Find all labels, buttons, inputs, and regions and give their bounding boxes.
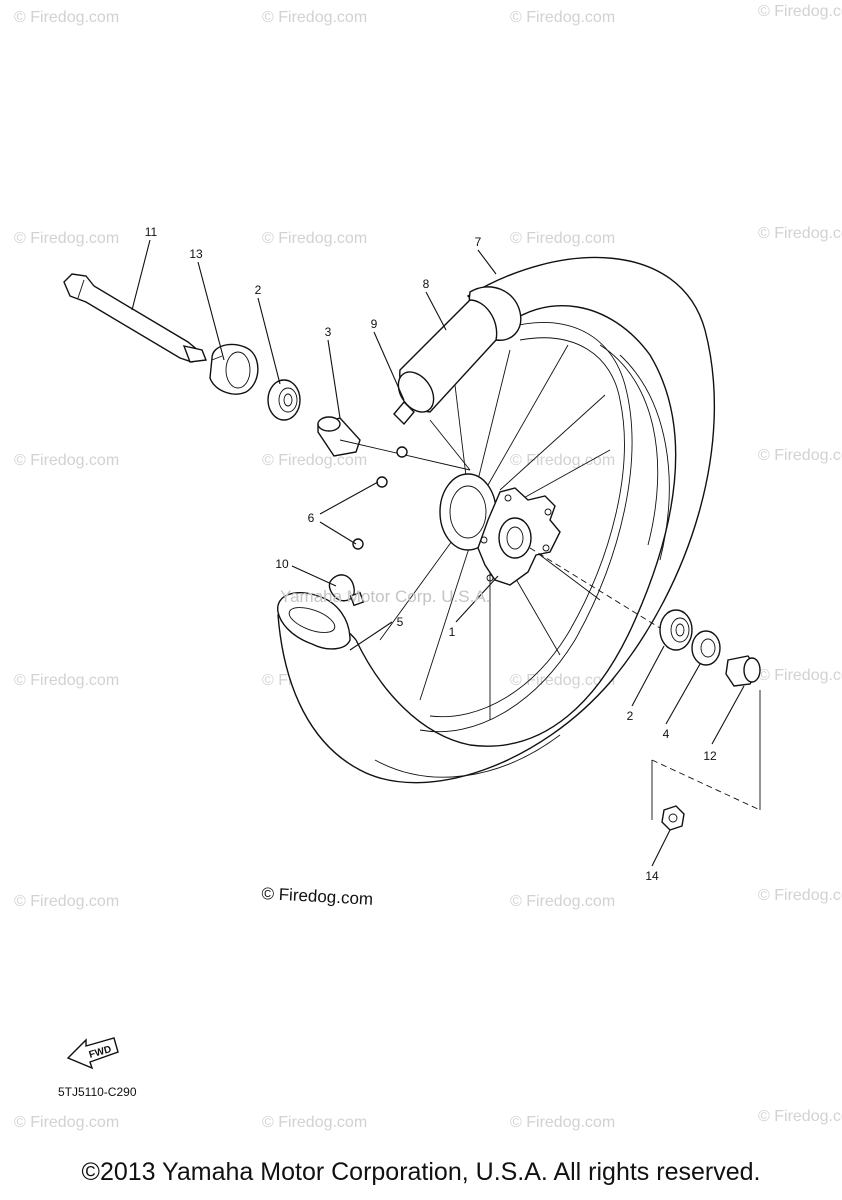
copyright-notice: ©2013 Yamaha Motor Corporation, U.S.A. A…	[81, 1158, 761, 1186]
valve-cap	[328, 574, 365, 607]
bearing-left	[267, 379, 301, 421]
axle	[63, 273, 207, 363]
watermark-text: © Firedog.com	[758, 447, 842, 464]
watermark-text: © Firedog.com	[510, 230, 615, 247]
watermark-text: © Firedog.com	[758, 1108, 842, 1125]
spacer	[317, 416, 471, 471]
leader-lines	[131, 239, 745, 867]
watermark-text: © Firedog.com	[510, 1114, 615, 1131]
watermark-text: © Firedog.com	[758, 887, 842, 904]
callout-13: 13	[189, 247, 203, 261]
watermark-text: © Firedog.com	[510, 452, 615, 469]
watermark-text: © Firedog.com	[758, 3, 842, 20]
bearing-right	[659, 609, 693, 651]
collar	[691, 630, 721, 666]
watermark-text: © Firedog.com	[262, 452, 367, 469]
callout-5: 5	[397, 615, 404, 629]
watermark-text: © Firedog.com	[758, 225, 842, 242]
watermark-text: © Firedog.com	[510, 672, 615, 689]
callout-10: 10	[275, 557, 289, 571]
diagram-code: 5TJ5110-C290	[58, 1085, 137, 1099]
callout-3: 3	[325, 325, 332, 339]
watermark-grid: © Firedog.com © Firedog.com © Firedog.co…	[14, 3, 842, 1131]
watermark-text: © Firedog.com	[262, 1114, 367, 1131]
watermark-text: © Firedog.com	[758, 667, 842, 684]
hub	[439, 473, 561, 586]
assembly-lines	[529, 547, 761, 820]
callout-2: 2	[627, 709, 634, 723]
watermark-text: © Firedog.com	[510, 893, 615, 910]
callout-1: 1	[449, 625, 456, 639]
watermark-text: © Firedog.com	[14, 1114, 119, 1131]
watermark-text: © Firedog.com	[14, 672, 119, 689]
watermark-text: © Firedog.com	[262, 9, 367, 26]
watermark-text: © Firedog.com	[510, 9, 615, 26]
watermark-text: © Firedog.com	[262, 230, 367, 247]
tube	[393, 286, 522, 426]
callout-12: 12	[703, 749, 717, 763]
callout-labels: 11 13 2 3 9 8 7 6 10 5 1 2 4 12 14	[145, 225, 717, 883]
callout-7: 7	[475, 235, 482, 249]
callout-8: 8	[423, 277, 430, 291]
watermark-text: © Firedog.com	[14, 9, 119, 26]
watermark-text: © Firedog.com	[14, 452, 119, 469]
callout-6: 6	[308, 511, 315, 525]
center-watermark: Yamaha Motor Corp. U.S.A.	[280, 587, 490, 606]
callout-2: 2	[255, 283, 262, 297]
balance-weights	[352, 446, 408, 550]
callout-4: 4	[663, 727, 670, 741]
watermark-text: © Firedog.com	[14, 893, 119, 910]
callout-11: 11	[145, 225, 158, 239]
fwd-arrow-icon: FWD	[66, 1037, 119, 1070]
watermark-text: © Firedog.com	[14, 230, 119, 247]
nut	[661, 805, 685, 831]
callout-14: 14	[645, 869, 659, 883]
oil-seal	[209, 343, 259, 395]
rim-band	[277, 592, 351, 650]
axle-collar	[725, 655, 761, 687]
callout-9: 9	[371, 317, 378, 331]
